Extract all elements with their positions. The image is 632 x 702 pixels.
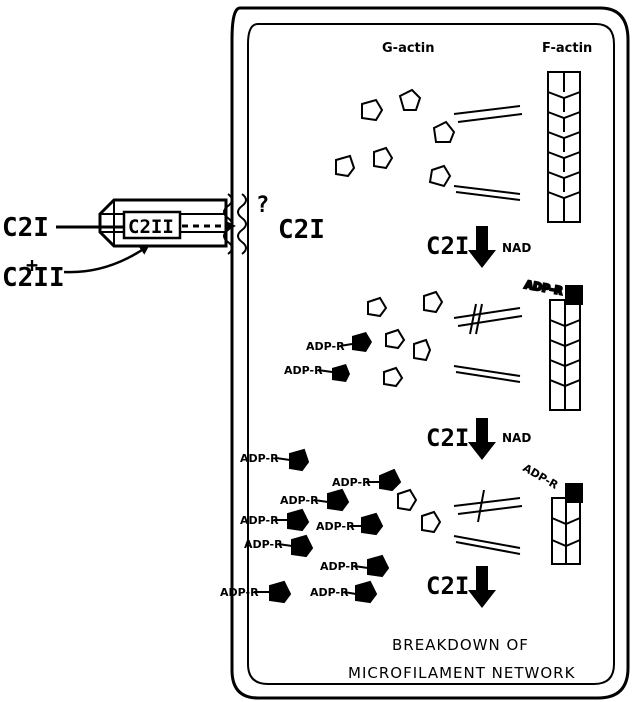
f-actin-filament-stage2: ADP-R — [522, 277, 583, 411]
outcome-line-1: BREAKDOWN OF — [392, 636, 529, 654]
g-actin-monomers-stage3 — [397, 488, 442, 534]
c2i-inside-label: C2I — [278, 215, 325, 245]
step3-arrow — [468, 566, 496, 608]
adpr-label: ADP-R — [306, 340, 345, 353]
adpr-actin-stage3: ADP-R ADP-R ADP-R ADP-R ADP-R ADP-R ADP-… — [220, 448, 402, 604]
adpr-label: ADP-R — [240, 452, 279, 465]
step1-cofactor-label: NAD — [502, 241, 531, 255]
adpr-label: ADP-R — [240, 514, 279, 527]
c2ii-outside-label: C2II — [2, 263, 65, 293]
plus-sign: + — [26, 253, 38, 277]
f-actin-filament-stage3: ADP-R — [521, 461, 583, 565]
cell-membrane — [230, 6, 630, 700]
adpr-label: ADP-R — [220, 586, 259, 599]
c2ii-channel-label: C2II — [128, 216, 174, 238]
question-mark: ? — [256, 193, 269, 218]
outcome-line-2: MICROFILAMENT NETWORK — [348, 664, 576, 682]
step2-cofactor-label: NAD — [502, 431, 531, 445]
adpr-label: ADP-R — [244, 538, 283, 551]
adpr-label: ADP-R — [523, 278, 564, 298]
adpr-label: ADP-R — [284, 364, 323, 377]
step2-toxin-label: C2I — [426, 424, 469, 452]
c2ii-pore: C2II — [98, 198, 228, 248]
adpr-label: ADP-R — [310, 586, 349, 599]
step3-toxin-label: C2I — [426, 572, 469, 600]
equilibrium-arrows-stage2 — [453, 303, 523, 383]
c2ii-binding-arrow — [63, 244, 150, 274]
adpr-label: ADP-R — [332, 476, 371, 489]
step2-arrow — [468, 418, 496, 460]
adpr-label: ADP-R — [280, 494, 319, 507]
f-actin-filament-stage1 — [547, 71, 581, 223]
step1-toxin-label: C2I — [426, 232, 469, 260]
equilibrium-arrows-stage1 — [453, 105, 523, 201]
adpr-label: ADP-R — [521, 461, 561, 492]
adpr-label: ADP-R — [316, 520, 355, 533]
g-actin-monomers-stage1 — [335, 88, 456, 188]
step1-arrow — [468, 226, 496, 268]
c2i-outside-label: C2I — [2, 213, 49, 243]
f-actin-label: F-actin — [542, 41, 592, 56]
equilibrium-arrows-stage3 — [453, 489, 523, 555]
adpr-actin-stage2: ADP-R ADP-R — [284, 332, 372, 382]
g-actin-monomers-stage2 — [367, 290, 444, 388]
g-actin-label: G-actin — [382, 41, 434, 56]
adpr-label: ADP-R — [320, 560, 359, 573]
